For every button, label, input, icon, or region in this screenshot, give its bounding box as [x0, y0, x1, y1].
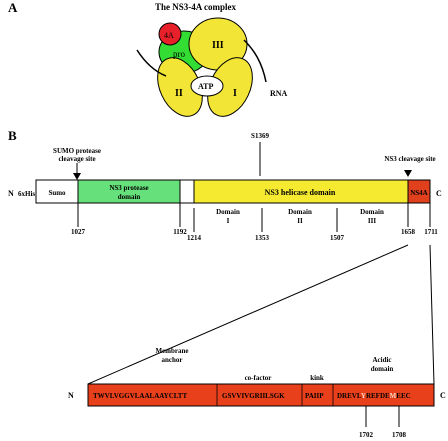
domain-i-label: I — [233, 88, 237, 99]
s1369-annotation: S1369 — [251, 132, 269, 176]
zoom-c-terminus: C — [440, 391, 446, 400]
cofactor-label: co-factor — [245, 374, 272, 382]
sequence-cofactor: GSVVIVGRIILSGK — [222, 392, 285, 400]
position-ticks — [77, 203, 431, 232]
domain-3-roman: III — [368, 217, 376, 225]
domain-2-roman: II — [297, 217, 303, 225]
panel-b-label: B — [8, 128, 17, 143]
his-tag-label: 6xHis — [18, 190, 35, 198]
domain-iii-label: III — [212, 40, 224, 51]
atp-site-shape — [190, 75, 224, 97]
sequence-kink: PAIIP — [305, 392, 324, 400]
sumo-cleavage-label-1: SUMO protease — [53, 147, 101, 155]
position-1711: 1711 — [424, 228, 438, 236]
sumo-cleavage-arrow-icon — [73, 173, 81, 180]
ns4a-segment-label: NS4A — [410, 189, 428, 197]
sumo-cleavage-annotation: SUMO protease cleavage site — [53, 147, 101, 180]
protease-segment-label-2: domain — [118, 193, 141, 201]
position-1192: 1192 — [173, 228, 187, 236]
sequence-residue-1702: Y — [361, 392, 366, 400]
position-1702: 1702 — [359, 431, 374, 439]
zoom-n-terminus: N — [68, 391, 74, 400]
construct-bar: N 6xHis Sumo NS3 protease domain NS3 hel… — [8, 179, 442, 204]
position-1353: 1353 — [255, 234, 270, 242]
ns4a-segment — [407, 179, 431, 204]
linker-segment — [179, 179, 195, 204]
sequence-acidic-domain: DREVLYREFDEMEEC — [337, 392, 411, 400]
domain-ii-label: II — [175, 88, 183, 99]
sumo-cleavage-label-2: cleavage site — [58, 155, 95, 163]
ns3-4a-complex-cartoon: 4A pro III II I ATP RNA — [136, 17, 288, 117]
ns3-cleavage-annotation: NS3 cleavage site — [384, 155, 436, 177]
ns4a-zoom-bar — [87, 383, 435, 407]
kink-label: kink — [310, 374, 324, 382]
domain-2-name: Domain — [288, 208, 312, 216]
rna-strand-left — [136, 49, 167, 77]
sequence-residue-1708: M — [390, 392, 397, 400]
construct-c-terminus: C — [436, 189, 442, 198]
membrane-anchor-label-1: Membrane — [155, 347, 188, 355]
ns4a-shape — [158, 22, 182, 46]
rna-strand-right — [243, 39, 267, 83]
protease-segment-label-1: NS3 protease — [109, 184, 148, 192]
acidic-domain-label-2: domain — [371, 365, 394, 373]
position-1214: 1214 — [187, 234, 202, 242]
zoom-line-right — [429, 244, 435, 385]
position-1708: 1708 — [392, 431, 407, 439]
sequence-acidic-part-2: REFDE — [366, 392, 390, 400]
domain-1-roman: I — [227, 217, 230, 225]
domain-1-name: Domain — [216, 208, 240, 216]
domain-3-name: Domain — [360, 208, 384, 216]
panel-a-title: The NS3-4A complex — [155, 2, 237, 12]
zoom-line-left — [87, 244, 409, 385]
sequence-acidic-part-3: EEC — [396, 392, 410, 400]
membrane-anchor-label-2: anchor — [162, 356, 183, 364]
position-1027: 1027 — [71, 228, 86, 236]
position-1507: 1507 — [330, 234, 345, 242]
domain-labels: Domain I Domain II Domain III — [216, 208, 384, 225]
position-1658: 1658 — [401, 228, 416, 236]
ns3-cleavage-label: NS3 cleavage site — [384, 155, 435, 163]
sumo-segment-label: Sumo — [48, 189, 66, 197]
atp-label: ATP — [198, 82, 214, 91]
s1369-label: S1369 — [251, 132, 269, 140]
sequence-acidic-part-1: DREVL — [337, 392, 362, 400]
ns3-cleavage-arrow-icon — [404, 170, 412, 177]
protease-label: pro — [173, 49, 185, 59]
construct-n-terminus: N — [8, 189, 14, 198]
panel-a-label: A — [8, 0, 18, 15]
position-labels: 1027 1192 1214 1353 1507 1658 1711 — [71, 228, 438, 242]
rna-label: RNA — [270, 89, 288, 98]
sequence-membrane-anchor: TWVLVGGVLAALAAYCLTT — [93, 392, 187, 400]
ns4a-label: 4A — [164, 31, 174, 40]
ns4a-zoom: N C Membrane anchor co-factor kink Acidi… — [68, 347, 446, 439]
acidic-domain-label-1: Acidic — [372, 356, 391, 364]
helicase-segment-label: NS3 helicase domain — [265, 188, 336, 197]
